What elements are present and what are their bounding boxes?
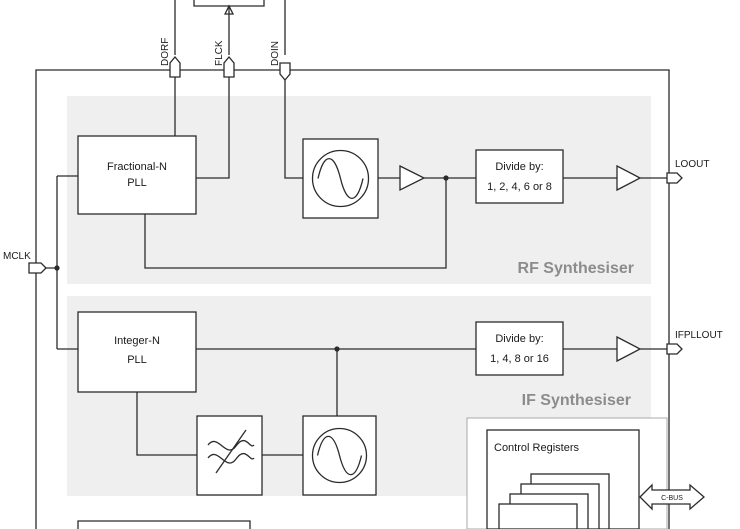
loout-pin-label: LOOUT: [675, 159, 709, 170]
integer-n-pll-label-line2: PLL: [127, 354, 147, 366]
fractional-n-pll-label-line1: Fractional-N: [107, 161, 167, 173]
mclk-wire: [46, 175, 78, 350]
doin-pin-label: DOIN: [270, 41, 281, 66]
rf-synthesiser-label: RF Synthesiser: [518, 260, 634, 277]
buffer-amplifier-icon: [616, 335, 642, 363]
flck-pin-arrow-icon: [223, 55, 235, 78]
if-divider-label-line2: 1, 4, 8 or 16: [490, 353, 549, 365]
junction-dot-icon: [334, 346, 340, 352]
rf-divider-block: Divide by: 1, 2, 4, 6 or 8: [475, 149, 564, 204]
rf-feedback-wire: [144, 178, 447, 269]
junction-dot-icon: [54, 265, 60, 271]
if-synthesiser-label: IF Synthesiser: [522, 392, 631, 409]
if-divider-label-line1: Divide by:: [495, 333, 543, 345]
register-stack-icon: [498, 473, 610, 529]
if-divider-block: Divide by: 1, 4, 8 or 16: [475, 321, 564, 376]
integer-n-pll-label-line1: Integer-N: [114, 335, 160, 347]
cbus-label: C-BUS: [661, 495, 683, 502]
doin-pin-arrow-icon: [279, 62, 291, 82]
loop-filter-icon: [207, 429, 255, 474]
control-registers-label: Control Registers: [494, 442, 579, 454]
rf-divider-label-line2: 1, 2, 4, 6 or 8: [487, 181, 552, 193]
buffer-amplifier-icon: [399, 164, 426, 192]
vco-sine-icon: [311, 149, 370, 208]
dorf-pin-label: DORF: [160, 38, 171, 66]
if-vco-block: [302, 415, 377, 496]
bottom-block: [77, 520, 251, 529]
integer-n-pll-block: Integer-N PLL: [77, 311, 197, 393]
fractional-n-pll-label-line2: PLL: [127, 177, 147, 189]
ifpllout-pin-label: IFPLLOUT: [675, 330, 723, 341]
flck-pin-label: FLCK: [214, 40, 225, 66]
junction-dot-icon: [443, 175, 449, 181]
flck-output-arrow: [223, 4, 235, 15]
control-registers-block: Control Registers: [486, 429, 640, 529]
if-pll-to-filter: [136, 392, 197, 456]
rf-divider-label-line1: Divide by:: [495, 161, 543, 173]
cbus-port: C-BUS: [639, 483, 705, 511]
loop-filter-block: [196, 415, 263, 496]
vco-sine-icon: [311, 427, 368, 484]
chip-outline: [35, 69, 670, 529]
buffer-amplifier-icon: [616, 164, 642, 192]
loout-pin-arrow-icon: [666, 172, 683, 184]
dorf-pin-arrow-icon: [169, 55, 181, 78]
mclk-pin-label: MCLK: [3, 251, 31, 262]
ifpllout-pin-arrow-icon: [666, 343, 683, 355]
rf-vco-block: [302, 138, 379, 219]
doin-wire: [284, 0, 303, 179]
fractional-n-pll-block: Fractional-N PLL: [77, 135, 197, 215]
mclk-pin-arrow-icon: [28, 262, 47, 274]
